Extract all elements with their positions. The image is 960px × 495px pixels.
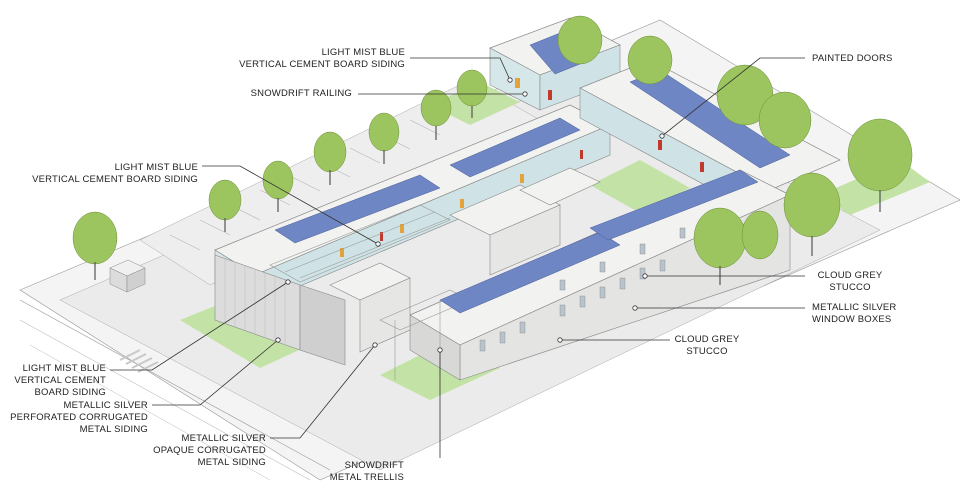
label-line: METALLIC SILVER [181,433,266,444]
label-snowdrift-trellis: SNOWDRIFT METAL TRELLIS [300,460,404,484]
label-line: STUCCO [686,346,728,357]
label-cloud-grey-stucco-2: CLOUD GREY STUCCO [672,334,742,358]
label-mist-blue-top: LIGHT MIST BLUE VERTICAL CEMENT BOARD SI… [220,47,405,71]
label-line: LIGHT MIST BLUE [114,162,198,173]
label-line: METAL SIDING [197,457,266,468]
trees [72,15,913,285]
label-line: CLOUD GREY [674,334,740,345]
label-line: VERTICAL CEMENT BOARD SIDING [32,174,198,185]
label-line: VERTICAL CEMENT BOARD SIDING [239,59,405,70]
leader-lines [110,57,805,458]
label-line: SNOWDRIFT RAILING [250,88,352,99]
label-line: STUCCO [829,282,871,293]
label-line: LIGHT MIST BLUE [321,47,405,58]
label-line: BOARD SIDING [34,387,106,398]
label-line: WINDOW BOXES [812,314,892,325]
label-perforated-siding: METALLIC SILVER PERFORATED CORRUGATED ME… [10,400,148,436]
label-mist-blue-mid: LIGHT MIST BLUE VERTICAL CEMENT BOARD SI… [10,162,198,186]
label-mist-blue-low: LIGHT MIST BLUE VERTICAL CEMENT BOARD SI… [10,363,106,399]
courtyard-blocks [329,167,601,353]
label-line: OPAQUE CORRUGATED [153,445,266,456]
label-line: METALLIC SILVER [812,302,897,313]
label-line: VERTICAL CEMENT [14,375,106,386]
utility-shed [109,259,146,293]
label-line: CLOUD GREY [817,270,883,281]
label-line: PAINTED DOORS [812,53,893,64]
label-snowdrift-railing: SNOWDRIFT RAILING [200,88,352,100]
label-line: PERFORATED CORRUGATED [10,412,148,423]
label-line: LIGHT MIST BLUE [22,363,106,374]
label-metallic-window-boxes: METALLIC SILVER WINDOW BOXES [812,302,896,326]
solar-panels [274,32,791,314]
metal-trellis [269,204,471,380]
metal-siding [214,254,346,366]
leader-dots [275,77,665,353]
label-cloud-grey-stucco-1: CLOUD GREY STUCCO [810,270,890,294]
label-opaque-siding: METALLIC SILVER OPAQUE CORRUGATED METAL … [130,433,266,469]
label-line: METAL TRELLIS [329,472,404,483]
label-line: SNOWDRIFT [344,460,404,471]
label-line: METALLIC SILVER [63,400,148,411]
label-painted-doors: PAINTED DOORS [812,53,893,65]
label-line: METAL SIDING [79,424,148,435]
